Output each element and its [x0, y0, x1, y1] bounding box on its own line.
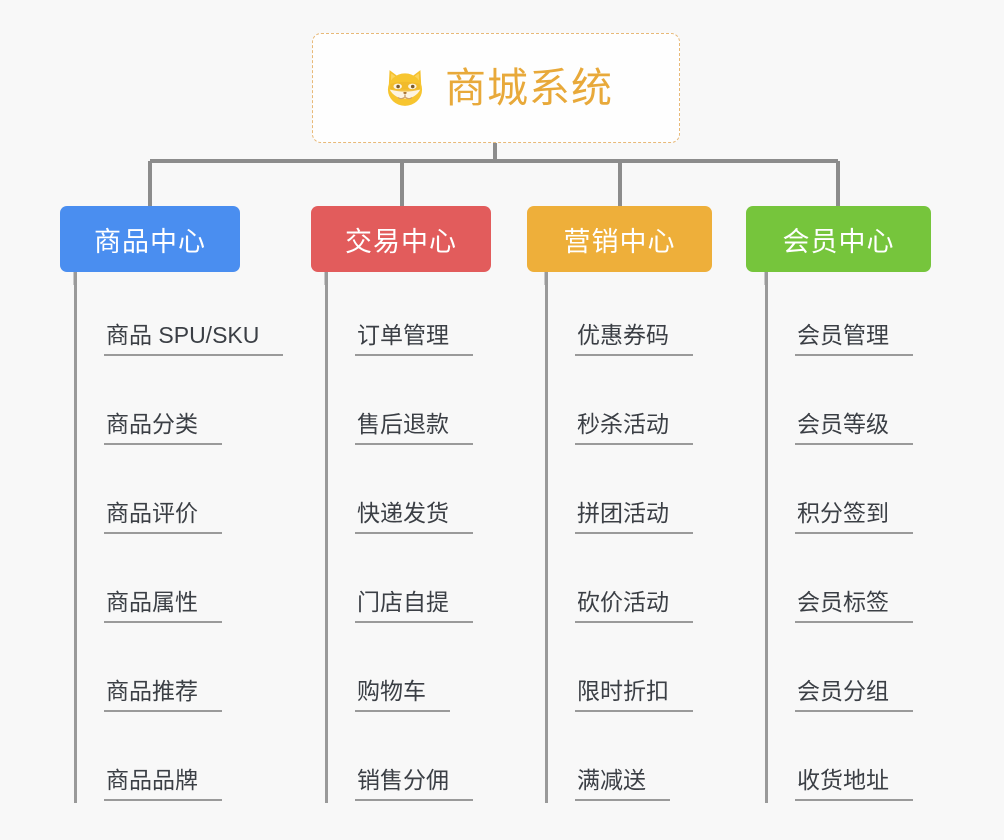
category-header-3[interactable]: 会员中心 [746, 206, 931, 272]
leaf-item-label: 会员管理 [795, 322, 913, 356]
category-header-label: 交易中心 [345, 226, 457, 257]
leaf-item-label: 购物车 [355, 678, 450, 712]
leaf-item-label: 商品评价 [104, 500, 222, 534]
leaf-item[interactable]: 商品 SPU/SKU [74, 272, 289, 361]
leaf-item-label: 会员等级 [795, 411, 913, 445]
leaf-item[interactable]: 订单管理 [325, 272, 505, 361]
leaf-column-3: 会员管理 会员等级 积分签到 会员标签 会员分组 收货地址 [765, 272, 945, 806]
leaf-item-label: 满减送 [575, 767, 670, 801]
leaf-item[interactable]: 会员分组 [765, 628, 945, 717]
leaf-item[interactable]: 商品评价 [74, 450, 289, 539]
leaf-item-label: 商品属性 [104, 589, 222, 623]
root-node[interactable]: 商城系统 [312, 33, 680, 143]
leaf-item-label: 售后退款 [355, 411, 473, 445]
leaf-item[interactable]: 会员标签 [765, 539, 945, 628]
leaf-item-label: 商品 SPU/SKU [104, 322, 284, 356]
leaf-item-label: 门店自提 [355, 589, 473, 623]
leaf-spine [74, 272, 77, 803]
leaf-item-label: 秒杀活动 [575, 411, 693, 445]
leaf-item[interactable]: 销售分佣 [325, 717, 505, 806]
leaf-column-0: 商品 SPU/SKU 商品分类 商品评价 商品属性 商品推荐 商品品牌 [74, 272, 289, 806]
category-header-label: 商品中心 [94, 226, 206, 257]
leaf-column-1: 订单管理 售后退款 快递发货 门店自提 购物车 销售分佣 [325, 272, 505, 806]
leaf-item[interactable]: 商品属性 [74, 539, 289, 628]
leaf-item[interactable]: 门店自提 [325, 539, 505, 628]
leaf-item[interactable]: 商品分类 [74, 361, 289, 450]
leaf-item[interactable]: 商品品牌 [74, 717, 289, 806]
leaf-item-label: 商品分类 [104, 411, 222, 445]
leaf-item[interactable]: 积分签到 [765, 450, 945, 539]
leaf-item-label: 商品推荐 [104, 678, 222, 712]
category-header-0[interactable]: 商品中心 [60, 206, 240, 272]
leaf-item-label: 优惠券码 [575, 322, 693, 356]
leaf-item-label: 积分签到 [795, 500, 913, 534]
leaf-item[interactable]: 收货地址 [765, 717, 945, 806]
leaf-item-label: 拼团活动 [575, 500, 693, 534]
leaf-item[interactable]: 快递发货 [325, 450, 505, 539]
category-header-label: 营销中心 [563, 226, 676, 257]
category-header-1[interactable]: 交易中心 [311, 206, 491, 272]
leaf-item[interactable]: 会员等级 [765, 361, 945, 450]
leaf-item-label: 收货地址 [795, 767, 913, 801]
leaf-item[interactable]: 满减送 [545, 717, 725, 806]
shiba-dog-face-icon [379, 62, 431, 114]
leaf-column-2: 优惠券码 秒杀活动 拼团活动 砍价活动 限时折扣 满减送 [545, 272, 725, 806]
leaf-item[interactable]: 售后退款 [325, 361, 505, 450]
leaf-item[interactable]: 限时折扣 [545, 628, 725, 717]
leaf-item-label: 订单管理 [355, 322, 473, 356]
leaf-item[interactable]: 优惠券码 [545, 272, 725, 361]
leaf-item[interactable]: 商品推荐 [74, 628, 289, 717]
leaf-item-label: 快递发货 [355, 500, 473, 534]
leaf-item-label: 会员分组 [795, 678, 913, 712]
leaf-item[interactable]: 购物车 [325, 628, 505, 717]
leaf-spine [545, 272, 548, 803]
leaf-item-label: 砍价活动 [575, 589, 693, 623]
leaf-item-label: 会员标签 [795, 589, 913, 623]
category-header-label: 会员中心 [782, 226, 895, 257]
leaf-item[interactable]: 砍价活动 [545, 539, 725, 628]
leaf-item[interactable]: 拼团活动 [545, 450, 725, 539]
leaf-item-label: 限时折扣 [575, 678, 693, 712]
leaf-item-label: 商品品牌 [104, 767, 222, 801]
leaf-spine [765, 272, 768, 803]
leaf-item[interactable]: 秒杀活动 [545, 361, 725, 450]
leaf-spine [325, 272, 328, 803]
category-header-2[interactable]: 营销中心 [527, 206, 712, 272]
leaf-item-label: 销售分佣 [355, 767, 473, 801]
leaf-item[interactable]: 会员管理 [765, 272, 945, 361]
root-title: 商城系统 [445, 64, 613, 111]
